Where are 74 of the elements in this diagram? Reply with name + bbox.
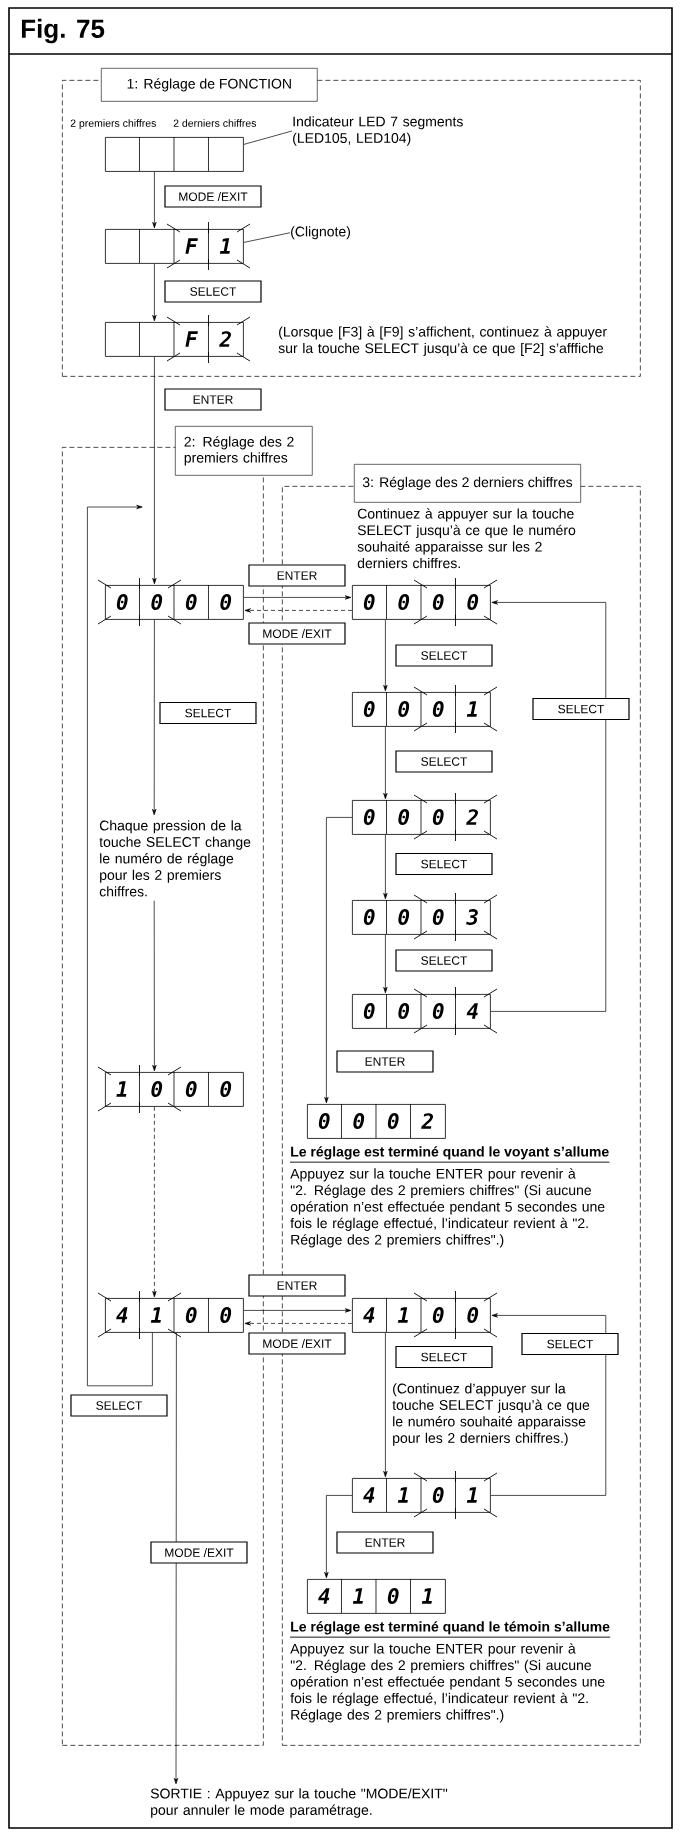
key-label: ENTER bbox=[336, 1050, 434, 1073]
led-display: 0 0 0 0 bbox=[97, 577, 244, 627]
key-label: SELECT bbox=[70, 1394, 168, 1417]
arrow bbox=[383, 834, 388, 900]
key-label: SELECT bbox=[395, 949, 493, 972]
annotation-text: Indicateur LED 7 segments (LED105, LED104) bbox=[293, 116, 463, 146]
led-display: 0 0 0 3 bbox=[352, 892, 498, 942]
arrow bbox=[152, 900, 157, 1072]
instruction-text: Continuez à appuyer sur la touche SELECT jusqu’à ce que le numéro souhaité apparaisse sur les 2 derniers chiffres. bbox=[357, 508, 576, 569]
led-display: 0 0 0 0 bbox=[352, 577, 498, 627]
key-label: ENTER bbox=[164, 388, 262, 411]
key-label: MODE /EXIT bbox=[248, 622, 346, 645]
group-title-box: 2: Réglage des 2 premiers chiffres bbox=[175, 426, 313, 476]
led-display bbox=[105, 136, 244, 172]
leader-line bbox=[243, 232, 291, 243]
key-label: SELECT bbox=[395, 1345, 493, 1369]
arrow bbox=[324, 1495, 353, 1579]
arrow bbox=[243, 595, 352, 600]
paragraph-text: Appuyez sur la touche ENTER pour revenir à "2. Réglage des 2 premiers chiffres" (Si aucune opération n’est effectuée pendant 5 secondes une fois le réglage effectué, l’indicateur revient à "2. Réglage des 2 premiers chiffres".) bbox=[290, 1168, 605, 1248]
arrow bbox=[87, 504, 153, 1387]
key-label: SELECT bbox=[395, 750, 493, 773]
figure-title: Fig. 75 bbox=[21, 18, 105, 44]
underlined-heading: Le réglage est terminé quand le témoin s’allume bbox=[289, 1621, 611, 1638]
key-label: ENTER bbox=[336, 1531, 434, 1554]
arrow bbox=[383, 1332, 388, 1478]
arrow bbox=[244, 608, 353, 613]
annotation-text: (Clignote) bbox=[291, 226, 350, 240]
led-display: 0 0 0 4 bbox=[352, 986, 498, 1036]
note-text: (Lorsque [F3] à [F9] s’affichent, continuez à appuyer sur la touche SELECT jusqu’à ce que [F2] s’afffiche bbox=[278, 326, 607, 356]
group-title-box: 1: Réglage de FONCTION bbox=[101, 68, 318, 102]
underlined-heading: Le réglage est terminé quand le voyant s’allume bbox=[289, 1146, 610, 1163]
key-label: MODE /EXIT bbox=[150, 1541, 248, 1564]
led-display: 4 1 0 1 bbox=[307, 1578, 446, 1614]
leader-line bbox=[243, 130, 293, 145]
arrow bbox=[152, 619, 157, 816]
led-display: 0 0 0 1 bbox=[352, 684, 498, 734]
note-text: (Continuez d’appuyer sur la touche SELECT jusqu’à ce que le numéro souhaité apparaisse pour les 2 derniers chiffres.) bbox=[392, 1383, 590, 1446]
arrow bbox=[152, 1106, 157, 1298]
paragraph-text: Appuyez sur la touche ENTER pour revenir à "2. Réglage des 2 premiers chiffres" (Si aucune opération n’est effectuée pendant 5 secondes une fois le réglage effectué, l’indicateur revient à "2. Réglage des 2 premiers chiffres".) bbox=[290, 1643, 605, 1723]
arrow bbox=[243, 1308, 352, 1313]
key-label: ENTER bbox=[248, 1274, 346, 1297]
arrow bbox=[383, 934, 388, 994]
led-display: 0 0 0 2 bbox=[307, 1103, 446, 1139]
digit-group-label: 2 derniers chiffres bbox=[173, 119, 257, 127]
arrow bbox=[324, 817, 353, 1104]
arrow bbox=[244, 1321, 353, 1326]
arrow bbox=[173, 1332, 179, 1785]
key-label: MODE /EXIT bbox=[248, 1332, 346, 1355]
exit-note: SORTIE : Appuyez sur la touche "MODE/EXIT" pour annuler le mode paramétrage. bbox=[150, 1788, 448, 1818]
led-display: 4 1 0 1 bbox=[352, 1470, 498, 1520]
key-label: MODE /EXIT bbox=[164, 185, 262, 208]
arrow bbox=[152, 263, 157, 322]
key-label: SELECT bbox=[395, 644, 493, 667]
key-label: SELECT bbox=[164, 280, 262, 303]
description-text: Chaque pression de la touche SELECT change le numéro de réglage pour les 2 premiers chiffres. bbox=[99, 820, 251, 897]
arrow bbox=[152, 356, 157, 585]
led-display: 4 1 0 0 bbox=[97, 1290, 244, 1340]
arrow bbox=[152, 171, 157, 229]
key-label: SELECT bbox=[159, 701, 257, 725]
key-label: ENTER bbox=[248, 564, 346, 587]
led-display: 1 0 0 0 bbox=[97, 1064, 244, 1114]
led-display: 4 1 0 0 bbox=[352, 1290, 498, 1340]
group-title-box: 3: Réglage des 2 derniers chiffres bbox=[354, 464, 581, 503]
key-label: SELECT bbox=[521, 1332, 619, 1356]
digit-group-label: 2 premiers chiffres bbox=[70, 119, 156, 129]
led-display: F 1 bbox=[105, 221, 251, 271]
arrow bbox=[490, 1313, 607, 1496]
arrow bbox=[383, 726, 388, 800]
led-display: 0 0 0 2 bbox=[352, 792, 498, 842]
led-display: F 2 bbox=[105, 314, 251, 364]
arrow bbox=[383, 619, 388, 692]
key-label: SELECT bbox=[395, 852, 493, 876]
arrow bbox=[490, 600, 607, 1012]
key-label: SELECT bbox=[532, 697, 630, 721]
